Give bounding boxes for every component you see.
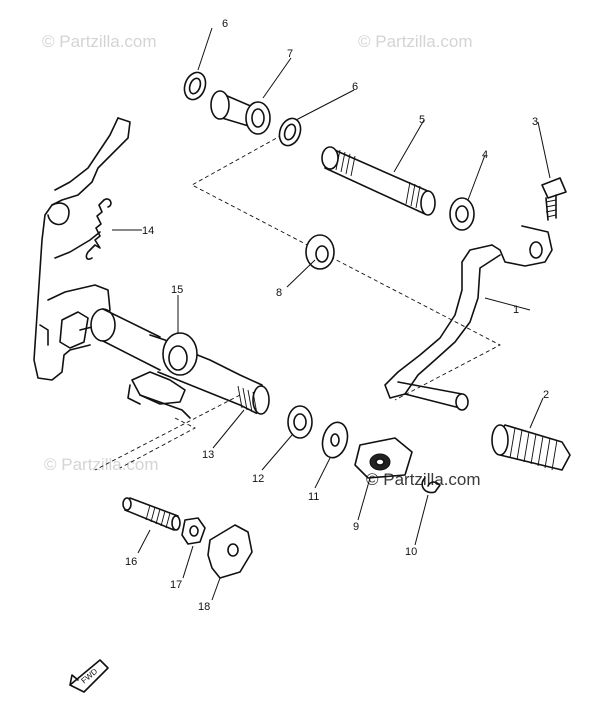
assembly-guide-lines [94, 134, 501, 471]
label-part-17: 17 [170, 579, 182, 591]
watermark: © Partzilla.com [42, 32, 157, 51]
part-9-pivot [354, 437, 413, 479]
leader-lines [112, 27, 551, 601]
label-part-1: 1 [513, 304, 519, 316]
part-7-bushing [210, 90, 271, 135]
part-18-plate [207, 524, 253, 579]
part-1-shift-pedal [384, 225, 553, 411]
label-part-6: 6 [222, 18, 228, 30]
part-labels: 1 2 3 4 5 6 6 7 8 9 10 11 12 13 14 15 16… [125, 18, 549, 613]
part-5-shaft [321, 146, 436, 216]
watermark: © Partzilla.com [358, 32, 473, 51]
label-part-10: 10 [405, 546, 417, 558]
part-14-spring [85, 198, 112, 260]
label-part-5: 5 [419, 114, 425, 126]
shift-drum-bracket [33, 117, 131, 381]
part-17-nut [181, 517, 206, 545]
label-part-9: 9 [353, 521, 359, 533]
label-part-14: 14 [142, 225, 154, 237]
part-12-seal [287, 405, 313, 439]
label-part-7: 7 [287, 48, 293, 60]
label-part-3: 3 [532, 116, 538, 128]
label-part-4: 4 [482, 149, 488, 161]
label-part-13: 13 [202, 449, 214, 461]
part-10-clip [421, 477, 441, 494]
part-4-oil-seal [449, 197, 475, 231]
part-6-washer-lower [278, 117, 302, 147]
label-part-16: 16 [125, 556, 137, 568]
watermark: © Partzilla.com [44, 455, 159, 474]
label-part-18: 18 [198, 601, 210, 613]
part-3-bolt [541, 177, 567, 221]
part-16-bolt [122, 497, 181, 531]
label-part-8: 8 [276, 287, 282, 299]
label-part-6: 6 [352, 81, 358, 93]
part-2-pedal-rubber [491, 424, 571, 471]
part-8-collar [305, 234, 335, 270]
label-part-11: 11 [308, 491, 319, 503]
fwd-arrow: FWD [69, 659, 109, 693]
label-part-12: 12 [252, 473, 264, 485]
part-11-washer [321, 421, 349, 459]
part-6-washer-upper [183, 71, 207, 101]
label-part-15: 15 [171, 284, 183, 296]
part-15-shift-shaft [90, 308, 270, 419]
fwd-label: FWD [79, 667, 99, 686]
label-part-2: 2 [543, 389, 549, 401]
